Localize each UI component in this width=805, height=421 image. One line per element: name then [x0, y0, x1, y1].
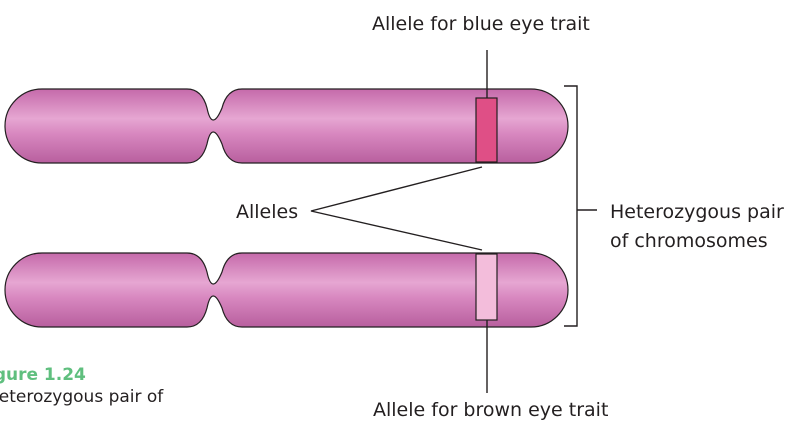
figure-caption: igure 1.24 heterozygous pair of — [0, 364, 163, 408]
blue-eye-allele-band — [476, 98, 497, 162]
heterozygous-pair-label-line1: Heterozygous pair — [610, 201, 784, 223]
figure-caption-text: heterozygous pair of — [0, 386, 163, 408]
brown-eye-allele-label: Allele for brown eye trait — [373, 399, 608, 421]
heterozygous-pair-label-line2: of chromosomes — [610, 230, 768, 252]
blue-eye-allele-label: Allele for blue eye trait — [372, 13, 590, 35]
figure-number: igure 1.24 — [0, 364, 163, 386]
bottom-chromosome — [5, 253, 568, 327]
top-chromosome — [5, 89, 568, 163]
alleles-label: Alleles — [236, 201, 298, 223]
alleles-pointer-lines — [311, 167, 482, 250]
brown-eye-allele-band — [476, 254, 497, 320]
